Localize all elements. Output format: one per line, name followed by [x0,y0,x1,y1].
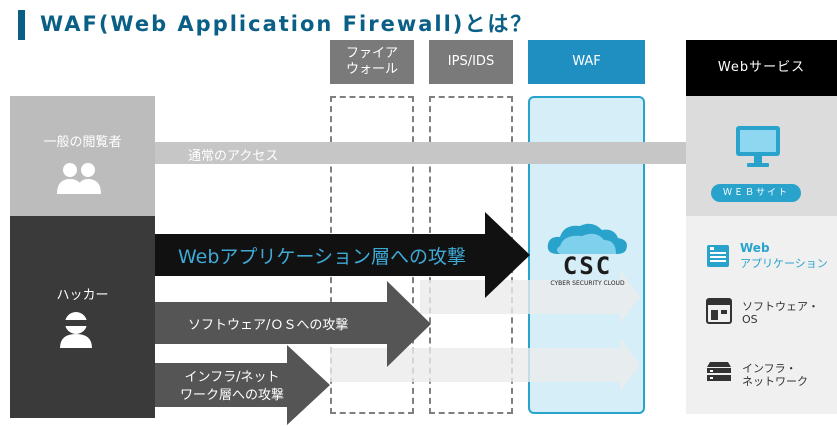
webapp-item-sub: アプリケーション [740,257,828,270]
normal-access-label: 通常のアクセス [188,149,279,164]
monitor-icon [736,126,780,167]
infra-attack-label: インフラ/ネット ワーク層への攻撃 [179,370,284,403]
software-item-label: ソフトウェア・ OS [742,300,819,326]
csc-logo-text: CSC [562,252,613,280]
page-title: WAF(Web Application Firewall)とは？ [40,12,534,36]
faded-continuation-arrows [330,270,640,392]
title-accent-bar [18,10,25,40]
hacker-label: ハッカー [56,288,109,303]
ipsids-header: IPS/IDS [429,40,513,84]
webapp-attack-label: Webアプリケーション層への攻撃 [178,246,467,268]
app-window-icon [707,245,729,267]
website-badge: ＷＥＢサイト [711,184,801,202]
csc-logo-subtext: CYBER SECURITY CLOUD [550,280,625,287]
server-icon [707,362,731,381]
infra-item-label: インフラ・ ネットワーク [742,362,808,388]
infra-attack-arrow [155,345,330,425]
viewer-label: 一般の閲覧者 [43,135,122,150]
normal-access-arrow [155,130,723,176]
webapp-item-title: Web [740,241,770,255]
webservice-header: Webサービス [686,40,837,96]
hacker-icon [60,312,92,348]
firewall-header: ファイア ウォール [330,40,414,84]
users-icon [57,163,101,194]
webapp-attack-arrow [155,212,530,298]
os-window-icon [706,298,732,324]
cloud-logo-icon [547,223,627,254]
software-attack-arrow [155,281,431,367]
viewer-panel [10,96,155,216]
waf-header: WAF [528,40,645,84]
software-attack-label: ソフトウェア/ＯＳへの攻撃 [188,318,349,333]
